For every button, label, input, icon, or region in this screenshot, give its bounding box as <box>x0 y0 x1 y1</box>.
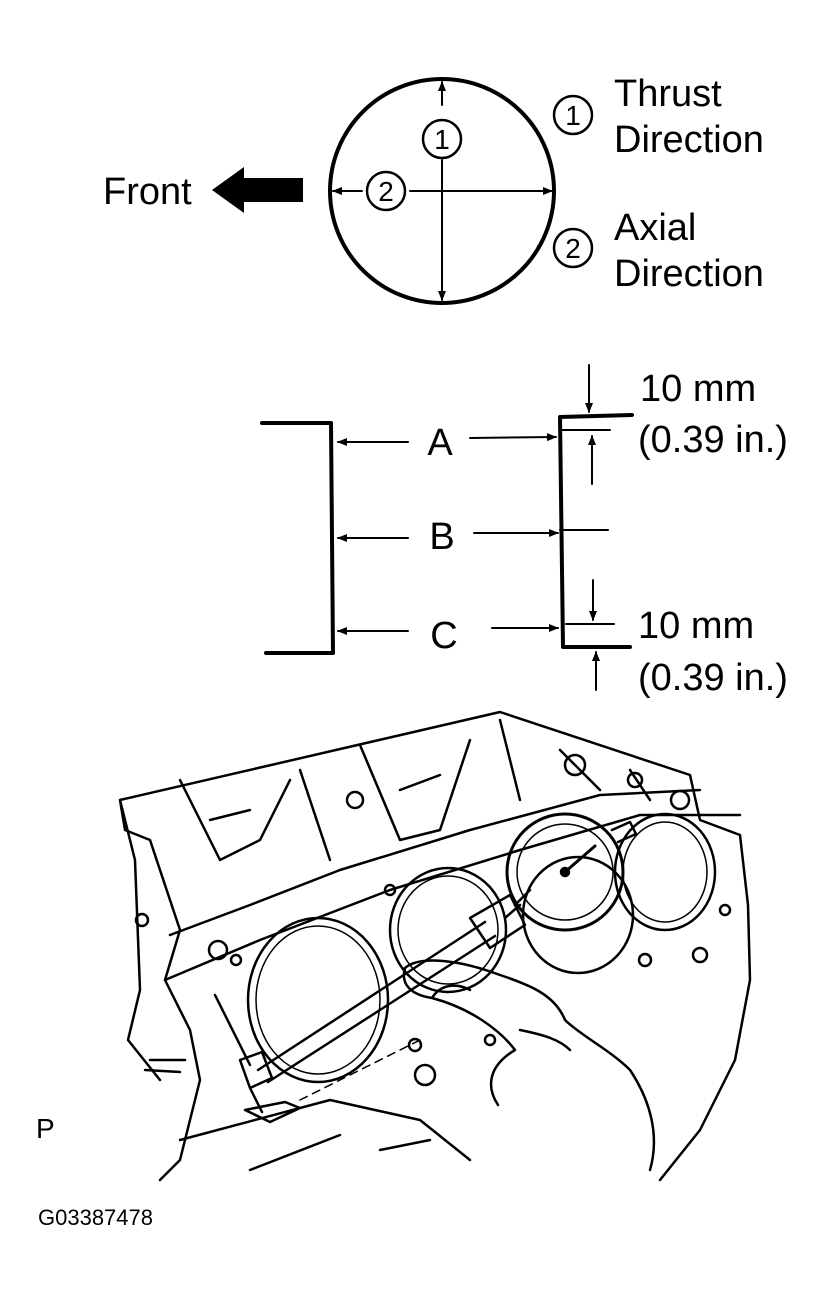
engine-block-illustration <box>118 710 752 1182</box>
bore-gauge-probe <box>213 993 302 1124</box>
bolt-hole <box>345 790 365 810</box>
figure-code: G03387478 <box>38 1205 153 1230</box>
bore-gauge-shaft <box>256 920 497 1084</box>
bore-gauge-grip <box>468 893 527 950</box>
bottom-offset-inches: (0.39 in.) <box>638 657 788 699</box>
cylinder-bore-3 <box>521 855 635 975</box>
top-offset-value: 10 mm <box>640 368 756 410</box>
bolt-hole <box>134 912 150 928</box>
front-arrow-icon <box>212 167 303 213</box>
legend-axial-line1: Axial <box>614 207 696 249</box>
engine-block-lower <box>143 1058 472 1172</box>
bottom-offset-value: 10 mm <box>638 605 754 647</box>
bore-gauge-tool <box>213 812 656 1172</box>
cylinder-bore-1 <box>246 916 390 1084</box>
cylinder-bore-4-liner <box>622 821 708 923</box>
water-jacket-hole <box>718 903 732 917</box>
bolt-hole <box>669 789 691 811</box>
legend-thrust: 1 Thrust Direction <box>552 73 764 161</box>
marker-2-text: 2 <box>378 176 394 207</box>
legend-thrust-line1: Thrust <box>614 73 722 115</box>
marker-2-badge: 2 <box>365 170 407 212</box>
bolt-hole <box>563 753 587 777</box>
dial-indicator-body <box>505 812 625 932</box>
position-a-arrow-right <box>469 433 557 442</box>
right-bore-wall <box>558 413 634 649</box>
left-bore-wall <box>260 421 335 655</box>
water-jacket-hole <box>483 1033 497 1047</box>
dial-stem <box>610 820 638 844</box>
dial-neck <box>503 888 532 920</box>
cylinder-bore-1-liner <box>255 925 381 1075</box>
cylinder-bore-2-liner <box>397 875 499 985</box>
legend-axial-line2: Direction <box>614 253 764 295</box>
engine-block-deck <box>163 788 742 982</box>
bore-gauge-guide-line <box>299 1039 421 1101</box>
marker-1-text: 1 <box>434 124 450 155</box>
front-label: Front <box>103 171 192 213</box>
water-jacket-hole <box>407 1037 423 1053</box>
legend-axial-marker: 2 <box>565 233 581 264</box>
position-a-label: A <box>427 422 453 464</box>
dial-needle <box>563 844 597 874</box>
water-jacket-hole <box>383 883 397 897</box>
engine-block-webbing <box>178 718 652 862</box>
corner-letter: P <box>36 1113 55 1144</box>
dial-indicator-face <box>516 823 614 921</box>
position-b-label: B <box>429 516 454 558</box>
legend-thrust-marker: 1 <box>565 100 581 131</box>
bore-circle <box>328 77 556 305</box>
water-jacket-hole <box>229 953 243 967</box>
position-c-label: C <box>430 615 457 657</box>
water-jacket-hole <box>637 952 653 968</box>
bore-direction-diagram: Front 1 2 1 Thrust Direction <box>103 73 764 305</box>
engine-block-outline <box>118 710 752 1182</box>
head-bolt-hole <box>413 1063 437 1087</box>
measurement-position-diagram: A B C 10 mm (0.39 in.) 10 mm (0.39 in.) <box>260 364 788 699</box>
operator-hand <box>402 959 656 1172</box>
legend-axial: 2 Axial Direction <box>552 207 764 295</box>
marker-1-badge: 1 <box>421 118 463 160</box>
cylinder-bore-2 <box>388 866 508 994</box>
water-jacket-hole <box>691 946 709 964</box>
top-offset-inches: (0.39 in.) <box>638 419 788 461</box>
cylinder-bore-4 <box>613 812 717 932</box>
bolt-hole <box>626 771 644 789</box>
legend-thrust-line2: Direction <box>614 119 764 161</box>
dial-hub <box>559 866 571 878</box>
head-bolt-hole <box>207 939 229 961</box>
